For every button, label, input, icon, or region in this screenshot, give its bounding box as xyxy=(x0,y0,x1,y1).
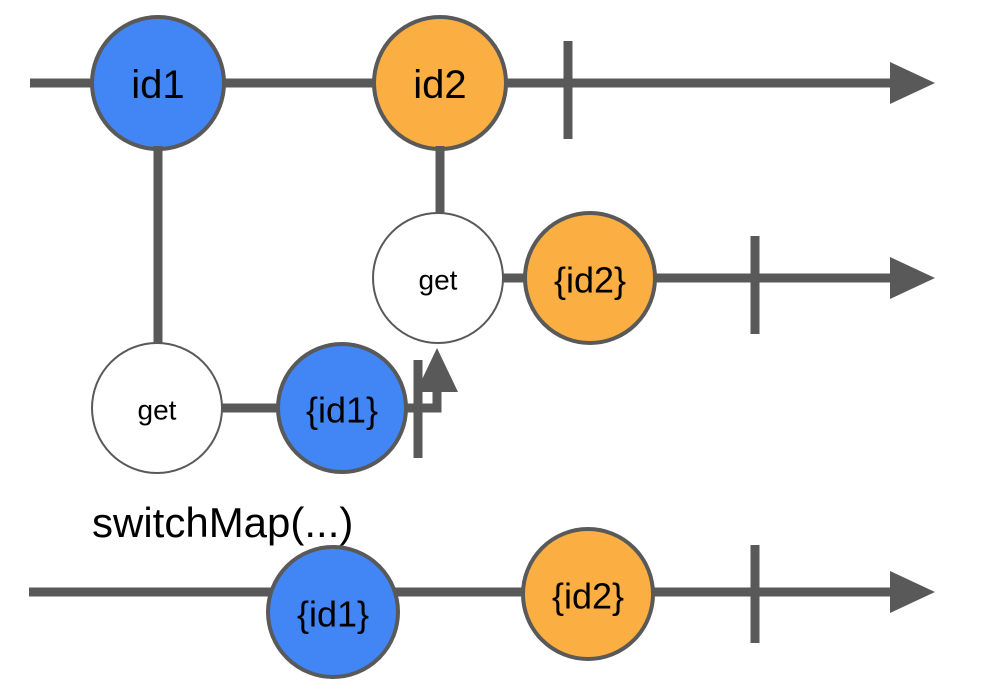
result-marble-id1-circle[interactable] xyxy=(266,545,400,679)
inner-top-marble-id2-label: {id2} xyxy=(554,260,626,301)
operator-label: switchMap(...) xyxy=(92,499,353,546)
unsubscribe-elbow-path xyxy=(400,385,442,413)
inner-top-marble-get-circle[interactable] xyxy=(372,212,504,344)
result-stream-arrowhead xyxy=(890,571,935,613)
unsubscribe-arrowhead xyxy=(416,348,458,392)
inner-bottom-marble-id1-circle[interactable] xyxy=(276,342,408,474)
inner-top-marble-id2[interactable]: {id2} xyxy=(523,211,657,345)
result-stream: {id1} {id2} xyxy=(29,527,935,679)
source-marble-id1-label: id1 xyxy=(131,63,184,107)
source-marble-id2[interactable]: id2 xyxy=(372,15,508,151)
result-marble-id1-label: {id1} xyxy=(297,594,369,635)
inner-bottom-marble-get[interactable]: get xyxy=(91,342,223,474)
source-stream: id1 id2 xyxy=(30,15,935,151)
inner-top-marble-get[interactable]: get xyxy=(372,212,504,344)
result-marble-id1[interactable]: {id1} xyxy=(266,545,400,679)
inner-bottom-marble-id1[interactable]: {id1} xyxy=(276,342,408,474)
source-stream-arrowhead xyxy=(890,62,935,104)
inner-bottom-marble-id1-label: {id1} xyxy=(306,390,378,431)
inner-top-marble-get-label: get xyxy=(419,265,458,296)
source-marble-id2-label: id2 xyxy=(413,63,466,107)
inner-bottom-marble-get-label: get xyxy=(138,395,177,426)
inner-bottom-marble-get-circle[interactable] xyxy=(91,342,223,474)
source-marble-id1[interactable]: id1 xyxy=(90,15,226,151)
result-marble-id2-label: {id2} xyxy=(552,576,624,617)
inner-top-arrowhead xyxy=(890,257,935,299)
result-marble-id2-circle[interactable] xyxy=(521,527,655,661)
inner-top-marble-id2-circle[interactable] xyxy=(523,211,657,345)
inner-stream-for-id2: get {id2} xyxy=(372,211,935,345)
inner-stream-for-id1: get {id1} xyxy=(91,342,458,474)
result-marble-id2[interactable]: {id2} xyxy=(521,527,655,661)
